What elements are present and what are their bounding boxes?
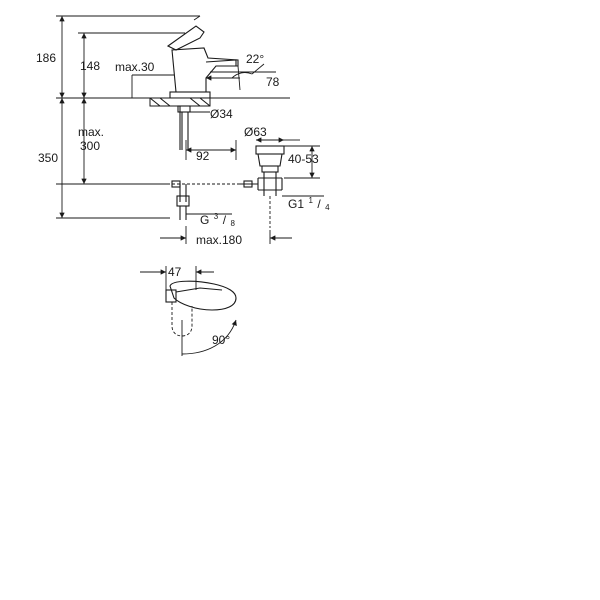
reference-lines <box>56 15 290 219</box>
dim-90-label: 90° <box>212 333 230 347</box>
dim-max30: max.30 <box>115 60 174 98</box>
dim-max-label: max. <box>78 125 104 139</box>
dim-186-label: 186 <box>36 51 56 65</box>
waste-thread-num: 1 <box>308 196 313 205</box>
dim-40-53: 40-53 <box>284 145 320 179</box>
dim-34: Ø34 <box>178 107 233 121</box>
hose-thread-den: 8 <box>231 219 236 228</box>
dim-g1-1-4: G1 1 / 4 <box>282 190 330 212</box>
waste-thread-den: 4 <box>325 203 330 212</box>
dim-350: 350 <box>38 98 65 218</box>
dim-63: Ø63 <box>244 125 300 143</box>
dim-max30-label: max.30 <box>115 60 155 74</box>
dim-92: 92 <box>185 140 237 163</box>
waste-thread-base: G1 <box>288 197 304 211</box>
dim-78: 78 <box>206 71 280 89</box>
dim-148-label: 148 <box>80 59 100 73</box>
dim-22-angle: 22° <box>231 52 264 91</box>
dim-22-label: 22° <box>246 52 264 66</box>
dim-34-label: Ø34 <box>210 107 233 121</box>
dim-78-label: 78 <box>266 75 280 89</box>
dim-max180: max.180 <box>160 226 292 247</box>
dim-max180-label: max.180 <box>196 233 242 247</box>
dim-47-label: 47 <box>168 265 182 279</box>
dim-148: 148 <box>80 33 100 98</box>
dim-40-53-label: 40-53 <box>288 152 319 166</box>
svg-text:G 3 / 8: G 3 / 8 <box>200 206 236 228</box>
dim-300-label: 300 <box>80 139 100 153</box>
faucet-side-view <box>149 15 256 220</box>
dim-92-label: 92 <box>196 149 210 163</box>
dim-max300: max. 300 <box>78 98 104 184</box>
dim-63-label: Ø63 <box>244 125 267 139</box>
hose-thread-base: G <box>200 213 209 227</box>
dim-350-label: 350 <box>38 151 58 165</box>
dim-186: 186 <box>36 16 65 98</box>
faucet-top-view: 47 90° <box>140 265 237 356</box>
hose-thread-num: 3 <box>214 212 219 221</box>
waste-assembly <box>240 145 285 228</box>
dim-g3-8: G 3 / 8 <box>186 206 236 228</box>
svg-text:G1 1 / 4: G1 1 / 4 <box>288 190 330 212</box>
